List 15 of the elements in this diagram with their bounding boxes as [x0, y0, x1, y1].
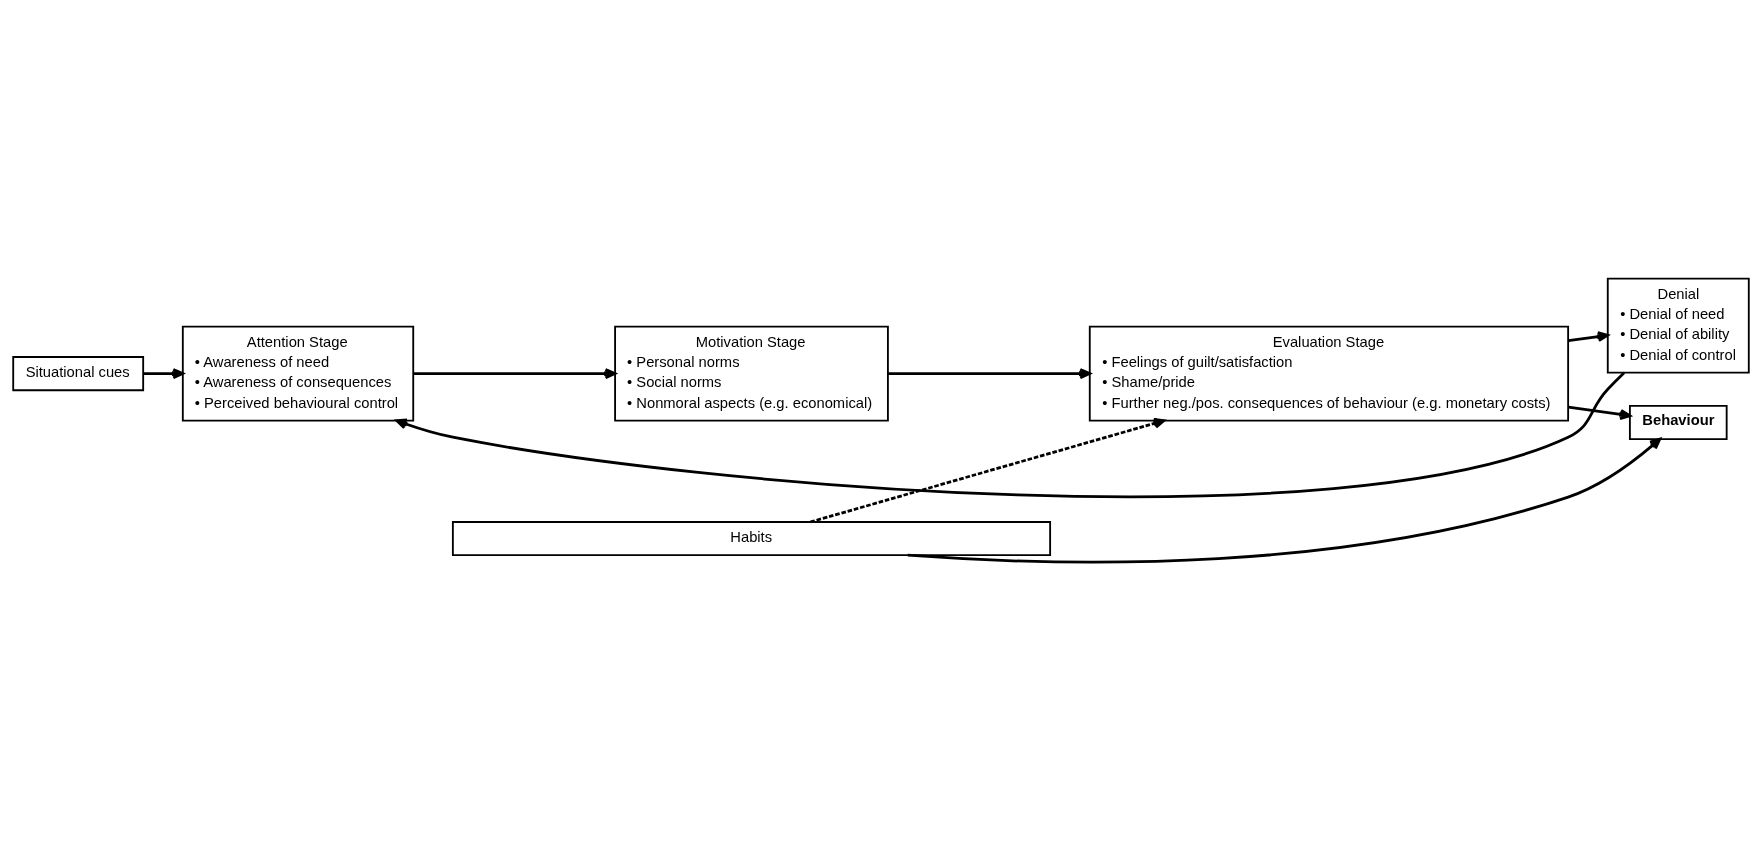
- node-box: Denial • Denial of need • Denial of ability • Denial of control: [1606, 277, 1750, 374]
- arrow: [395, 371, 1626, 499]
- node-box: Habits: [451, 521, 1052, 557]
- arrow: [1568, 331, 1609, 343]
- arrow: [143, 368, 185, 380]
- arrow: [1568, 405, 1632, 420]
- arrow: [413, 368, 617, 380]
- node-box: Situational cues: [12, 356, 145, 392]
- node-box: Evaluation Stage • Feelings of guilt/satisfaction • Shame/pride • Further neg./pos. consequences of behaviour (e.g. monetary costs): [1088, 325, 1570, 422]
- arrow: [810, 417, 1166, 524]
- arrow: [907, 437, 1662, 564]
- node-box: Attention Stage • Awareness of need • Awareness of consequences • Perceived behavioural control: [181, 325, 415, 422]
- node-box: Motivation Stage • Personal norms • Social norms • Nonmoral aspects (e.g. economical): [614, 325, 889, 422]
- node-box: Behaviour: [1628, 404, 1728, 440]
- arrow: [888, 368, 1091, 380]
